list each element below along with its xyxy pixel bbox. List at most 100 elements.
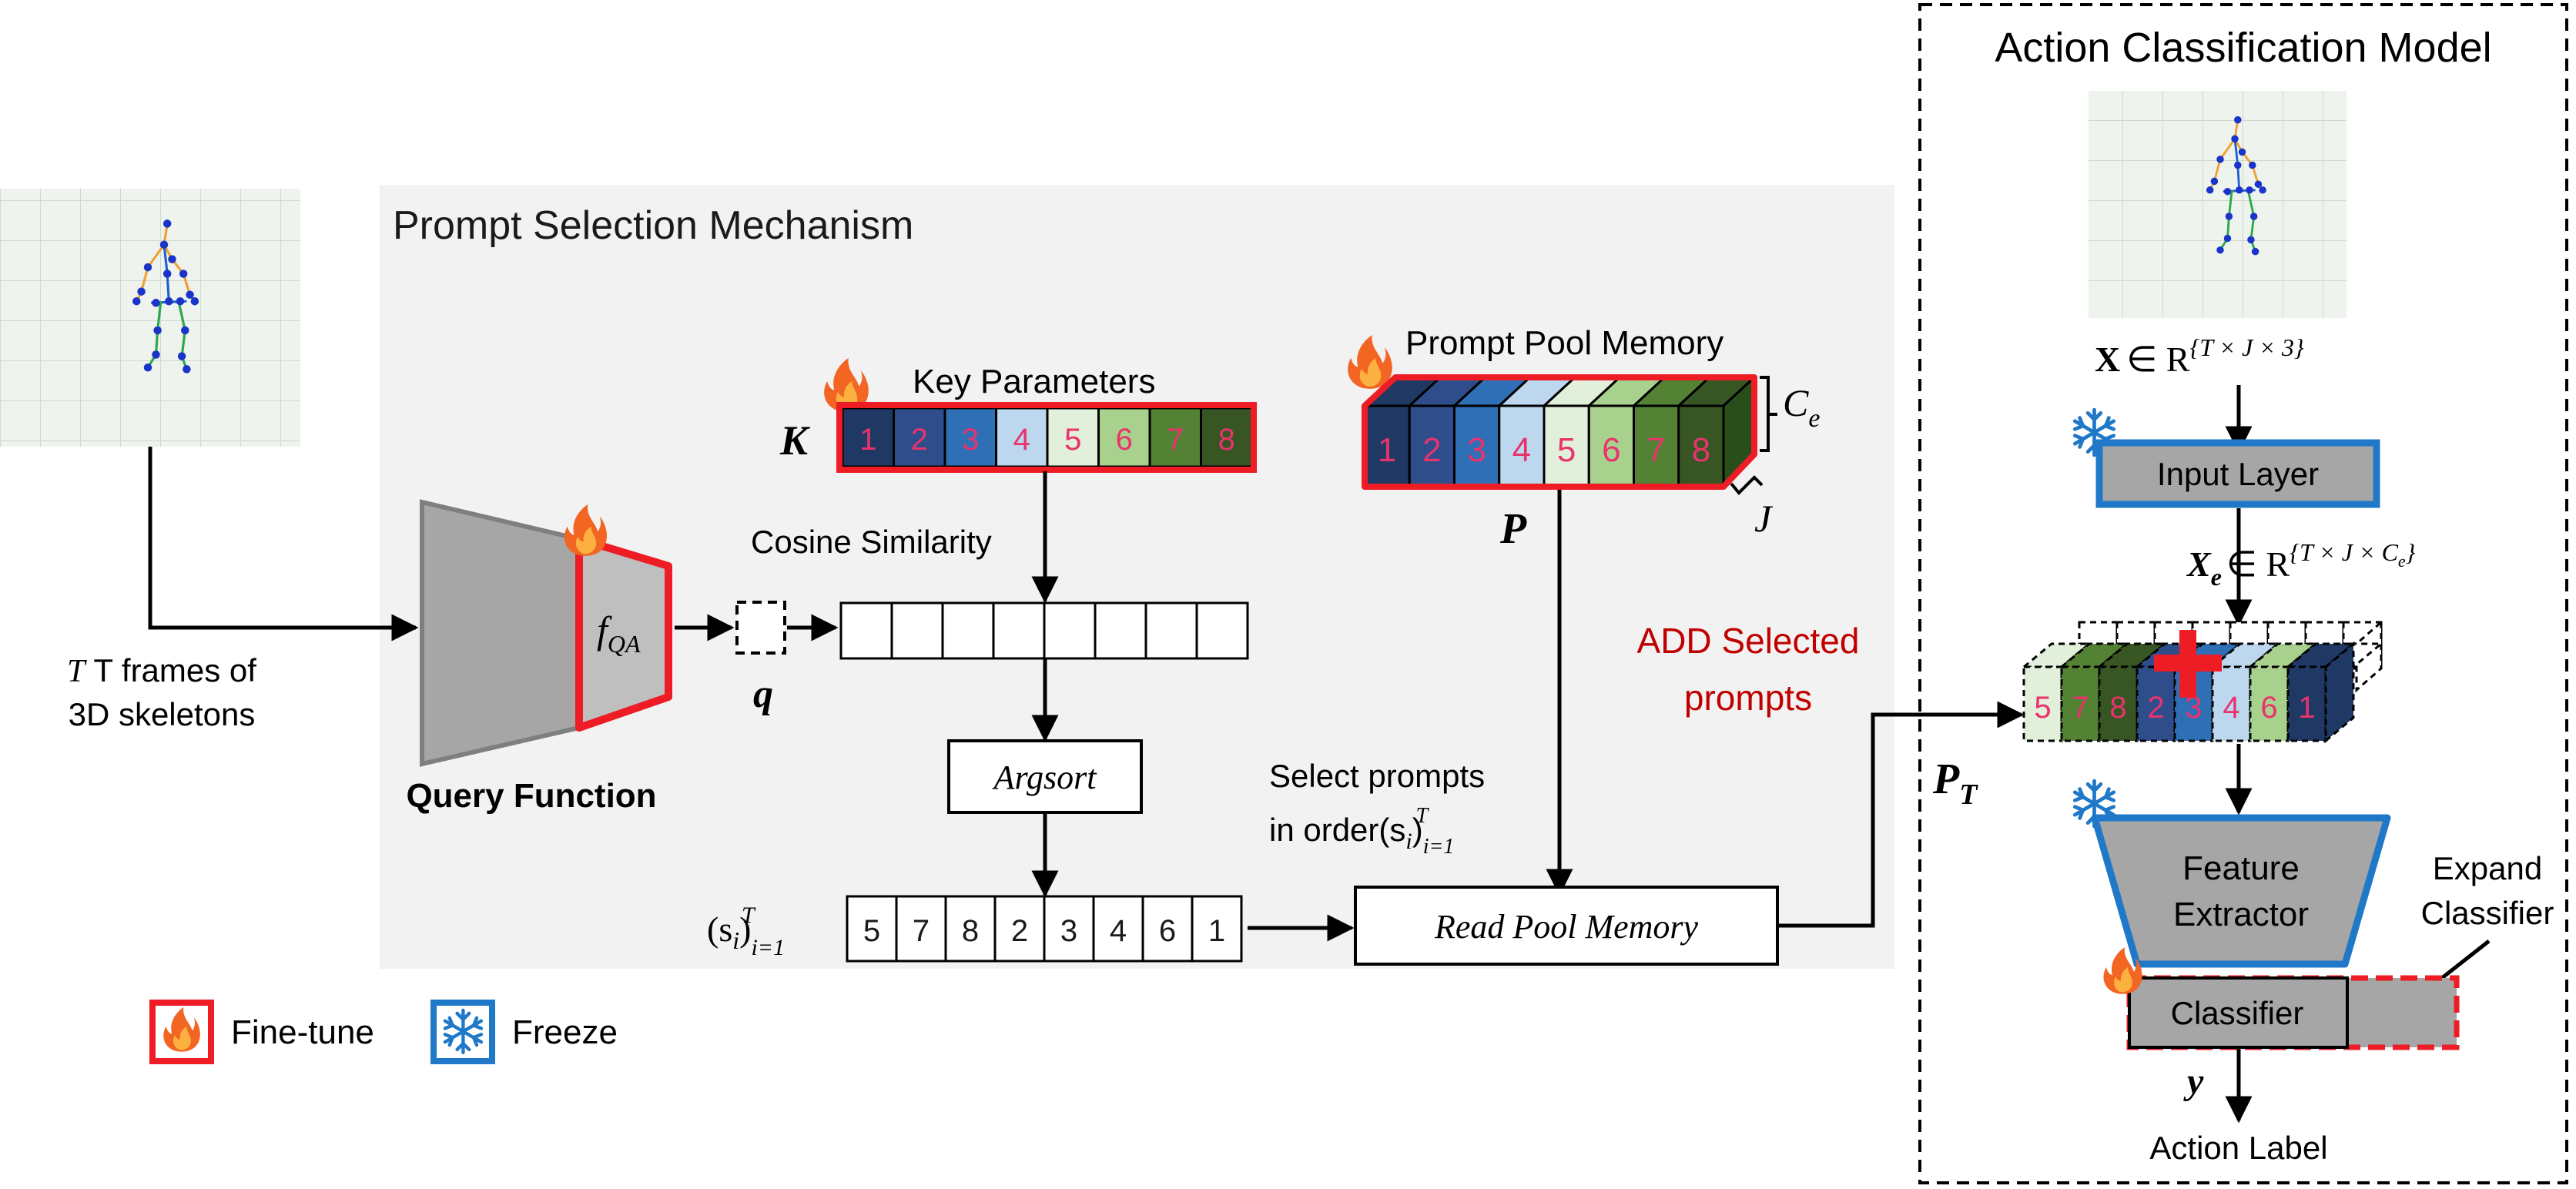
feature-extractor-block <box>2091 814 2391 968</box>
key-parameters-label: Key Parameters <box>913 363 1155 400</box>
key-cell-label: 6 <box>1116 423 1133 457</box>
input-layer-label: Input Layer <box>2157 456 2319 492</box>
prompt-selection-title: Prompt Selection Mechanism <box>393 203 913 248</box>
order-cell-label: 7 <box>913 914 930 948</box>
pool-cell <box>1677 404 1725 488</box>
order-cell <box>1141 895 1194 963</box>
order-cell-label: 1 <box>1208 914 1225 948</box>
query-function-block <box>420 499 581 767</box>
argsort-label: Argsort <box>992 759 1098 796</box>
read-pool-memory-box <box>1354 886 1779 966</box>
cosine-cell <box>890 601 944 660</box>
order-cell-label: 8 <box>962 914 979 948</box>
key-cell-label: 7 <box>1167 423 1184 457</box>
xe-formula: Xe∈ R{T × J × Ce} <box>2186 538 2416 591</box>
plus-icon <box>2154 630 2222 698</box>
add-selected-line1: ADD Selected <box>1637 621 1860 661</box>
cosine-cell <box>1144 601 1198 660</box>
pool-cell-label: 3 <box>1467 431 1486 469</box>
order-cell-label: 4 <box>1110 914 1127 948</box>
order-cell-label: 3 <box>1060 914 1077 948</box>
order-cell <box>895 895 947 963</box>
ce-symbol: Ce <box>1783 381 1820 433</box>
action-model-panel <box>1918 3 2568 1184</box>
pt-cell <box>2022 665 2063 742</box>
order-cell <box>1191 895 1243 963</box>
key-symbol: K <box>779 417 811 464</box>
cosine-cell <box>941 601 995 660</box>
pool-cell-label: 6 <box>1602 431 1620 469</box>
pt-side-face <box>2324 641 2355 744</box>
order-cell-label: 2 <box>1011 914 1028 948</box>
pt-cell-label: 5 <box>2034 691 2051 725</box>
j-symbol: J <box>1754 497 1774 540</box>
arrow-read-to-pt <box>1779 701 2025 928</box>
add-selected-line2: prompts <box>1684 678 1812 718</box>
pt-cell-label: 7 <box>2072 691 2089 725</box>
prompt-pool-frame <box>1362 374 1757 490</box>
key-cell-label: 5 <box>1064 423 1081 457</box>
input-caption-text: T frames of <box>93 652 256 688</box>
key-cell <box>841 407 895 468</box>
legend-finetune-label: Fine-tune <box>231 1013 374 1051</box>
cosine-similarity-label: Cosine Similarity <box>751 524 992 560</box>
pool-cell-label: 5 <box>1557 431 1576 469</box>
key-cell <box>943 407 997 468</box>
pool-cell-label: 1 <box>1378 431 1396 469</box>
cosine-cell <box>839 601 893 660</box>
expand-classifier-line2: Classifier <box>2421 895 2554 931</box>
input-caption-line1: T T frames of <box>67 652 256 689</box>
query-function-symbol: fQA <box>597 608 641 658</box>
prompt-pool-top-face <box>1362 376 1757 407</box>
pt-cell <box>2136 665 2176 742</box>
input-layer-box <box>2095 439 2380 508</box>
classifier-label: Classifier <box>2171 995 2304 1031</box>
query-vector-box <box>735 601 786 655</box>
cosine-cell <box>992 601 1046 660</box>
key-cell-label: 1 <box>859 423 876 457</box>
key-cell-label: 3 <box>962 423 979 457</box>
j-brace <box>1730 475 1764 495</box>
action-label: Action Label <box>2149 1130 2327 1166</box>
y-symbol: y <box>2183 1061 2204 1102</box>
prompt-pool-label: Prompt Pool Memory <box>1405 324 1723 362</box>
feature-extractor-line1: Feature <box>2182 849 2300 887</box>
input-skeleton-image <box>0 189 300 447</box>
model-skeleton-image <box>2089 91 2347 318</box>
pt-cell <box>2249 665 2290 742</box>
argsort-box <box>947 739 1143 814</box>
order-cell <box>944 895 997 963</box>
order-symbol: (si)i=1T <box>707 903 785 960</box>
order-cell <box>993 895 1046 963</box>
pt-cell-label: 4 <box>2223 691 2239 725</box>
order-cell-label: 5 <box>863 914 880 948</box>
pool-symbol: P <box>1499 505 1527 553</box>
pt-cell-label: 1 <box>2298 691 2315 725</box>
classifier-box <box>2128 976 2349 1049</box>
expand-classifier-line1: Expand <box>2433 850 2542 886</box>
feature-extractor-line2: Extractor <box>2173 896 2309 933</box>
key-cell-label: 4 <box>1013 423 1030 457</box>
action-model-title: Action Classification Model <box>1995 25 2491 71</box>
key-cell-label: 2 <box>911 423 928 457</box>
cosine-cell <box>1094 601 1147 660</box>
pt-cell-label: 3 <box>2185 691 2202 725</box>
legend-freeze-label: Freeze <box>512 1013 618 1051</box>
pool-cell-label: 2 <box>1422 431 1441 469</box>
ce-brace <box>1760 376 1777 452</box>
query-head-block <box>575 535 672 732</box>
x-input-formula: X∈ R{T × J × 3} <box>2095 333 2304 379</box>
order-cell-label: 6 <box>1159 914 1176 948</box>
pt-back-side <box>2355 619 2383 693</box>
query-function-label: Query Function <box>406 777 656 815</box>
pool-cell-label: 7 <box>1646 431 1665 469</box>
input-caption-line2: 3D skeletons <box>69 696 256 732</box>
key-cell <box>995 407 1049 468</box>
pt-cell <box>2211 665 2252 742</box>
pool-cell-label: 4 <box>1512 431 1531 469</box>
cosine-cell <box>1043 601 1097 660</box>
